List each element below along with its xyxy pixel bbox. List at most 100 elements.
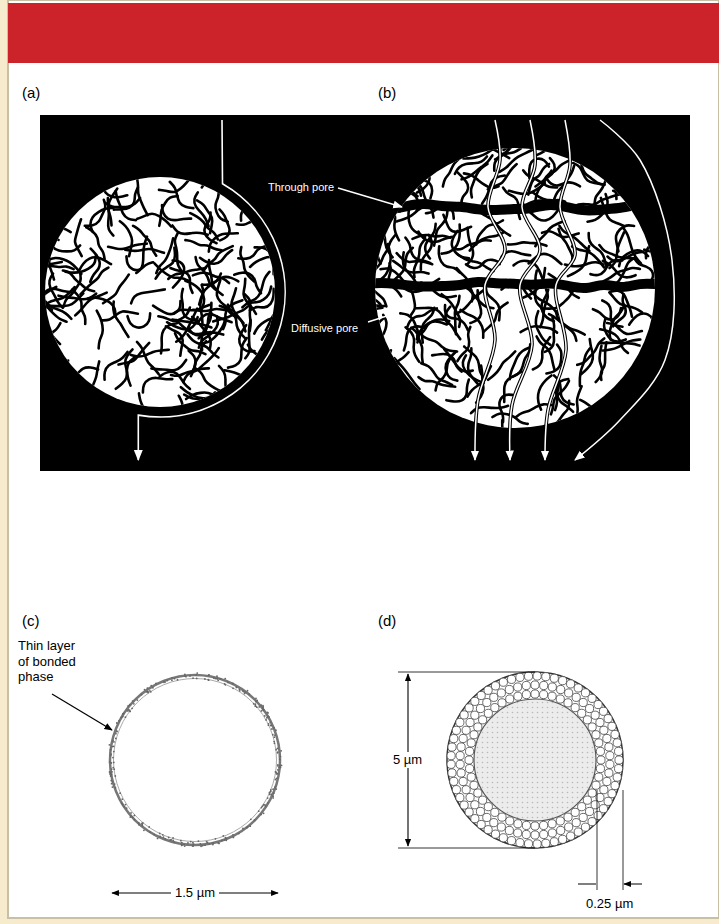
shell-bead (567, 832, 575, 840)
pore (151, 360, 186, 370)
texture-dot (232, 836, 234, 838)
texture-dot (280, 767, 282, 769)
texture-dot (112, 786, 114, 788)
shell-bead (596, 747, 604, 755)
shell-bead (459, 734, 467, 742)
texture-dot (189, 675, 191, 677)
pore (500, 150, 533, 172)
shell-bead (572, 693, 580, 701)
shell-bead (605, 769, 613, 777)
texture-dot (113, 762, 115, 764)
shell-bead (507, 675, 515, 683)
shell-bead (490, 693, 498, 701)
shell-bead (611, 781, 619, 789)
shell-bead (457, 743, 465, 751)
texture-dot (109, 771, 111, 773)
texture-dot (272, 797, 274, 799)
pore (29, 322, 60, 344)
texture-dot (266, 711, 268, 713)
texture-dot (114, 783, 116, 785)
shell-bead (550, 838, 558, 846)
texture-dot (180, 840, 182, 842)
shell-bead (474, 789, 482, 797)
shell-bead (572, 819, 580, 827)
shell-bead (484, 803, 492, 811)
pore (97, 311, 103, 349)
texture-dot (207, 679, 209, 681)
shell-bead (571, 704, 579, 712)
pore (162, 205, 191, 220)
texture-dot (153, 834, 155, 836)
shell-bead (574, 828, 582, 836)
texture-dot (152, 687, 154, 689)
pore (457, 327, 470, 361)
texture-dot (174, 678, 176, 680)
texture-dot (279, 758, 281, 760)
shell-bead (558, 677, 566, 685)
shell-bead (594, 811, 602, 819)
texture-dot (232, 687, 234, 689)
dimension-label: 1.5 µm (171, 885, 219, 901)
pore (27, 287, 56, 307)
texture-dot (267, 716, 269, 718)
shell-bead (479, 796, 487, 804)
texture-dot (224, 683, 226, 685)
pore (209, 233, 238, 251)
texture-dot (208, 843, 210, 845)
texture-dot (221, 839, 223, 841)
texture-dot (171, 677, 173, 679)
texture-dot (162, 834, 164, 836)
shell-bead (505, 685, 513, 693)
texture-dot (163, 681, 165, 683)
texture-dot (208, 679, 210, 681)
texture-dot (112, 740, 114, 742)
texture-dot (216, 675, 218, 677)
texture-dot (115, 733, 117, 735)
texture-dot (280, 750, 282, 752)
pore (412, 159, 421, 196)
shell-bead (564, 699, 572, 707)
texture-dot (166, 680, 168, 682)
texture-dot (122, 716, 124, 718)
pore (348, 308, 382, 325)
texture-dot (242, 828, 244, 830)
shell-bead (556, 817, 564, 825)
texture-dot (277, 764, 279, 766)
pore (75, 219, 82, 256)
panel-letter: (d) (378, 612, 396, 630)
texture-dot (254, 703, 256, 705)
shell-bead (533, 840, 541, 848)
texture-dot (268, 723, 270, 725)
texture-dot (128, 709, 130, 711)
pore (80, 268, 108, 295)
pore (542, 231, 579, 237)
shell-bead (557, 685, 565, 693)
pore (51, 361, 68, 396)
pore (201, 313, 211, 350)
shell-bead (548, 692, 556, 700)
shell-bead (558, 835, 566, 843)
shell-bead (595, 773, 603, 781)
texture-dot (192, 677, 194, 679)
pore (468, 348, 478, 384)
shell-bead (564, 813, 572, 821)
texture-dot (130, 815, 132, 817)
texture-dot (273, 736, 275, 738)
shell-bead (456, 793, 464, 801)
pore (610, 232, 624, 268)
pore (219, 366, 238, 395)
pore (603, 340, 641, 351)
texture-dot (111, 783, 113, 785)
shell-bead (579, 813, 587, 821)
texture-dot (255, 705, 257, 707)
shell-bead (597, 756, 605, 764)
shell-bead (507, 837, 515, 845)
shell-bead (447, 752, 455, 760)
shell-bead (484, 709, 492, 717)
shell-bead (471, 801, 479, 809)
texture-dot (261, 807, 263, 809)
shell-bead (465, 756, 473, 764)
texture-dot (243, 691, 245, 693)
texture-dot (122, 713, 124, 715)
pore (536, 136, 570, 155)
